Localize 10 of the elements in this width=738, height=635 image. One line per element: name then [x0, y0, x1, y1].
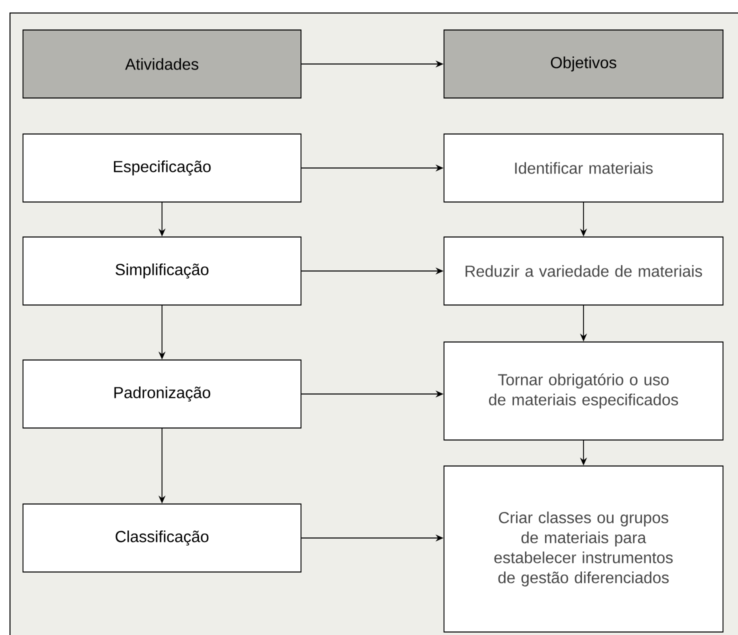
- objective-box: Tornar obrigatório o uso de materiais especificados: [444, 342, 724, 440]
- header-box: Atividades: [22, 30, 302, 98]
- activity-box: Especificação: [22, 134, 302, 202]
- header-box: Objetivos: [444, 30, 724, 98]
- objective-box: Reduzir a variedade de materiais: [444, 236, 724, 306]
- activity-box: Padronização: [22, 360, 302, 428]
- objective-box: Criar classes ou grupos de materiais para estabelecer instrumentos de gestão diferenciados: [444, 466, 724, 632]
- objective-box: Identificar materiais: [444, 134, 724, 202]
- activity-box: Simplificação: [22, 236, 302, 306]
- activity-box: Classificação: [22, 504, 302, 572]
